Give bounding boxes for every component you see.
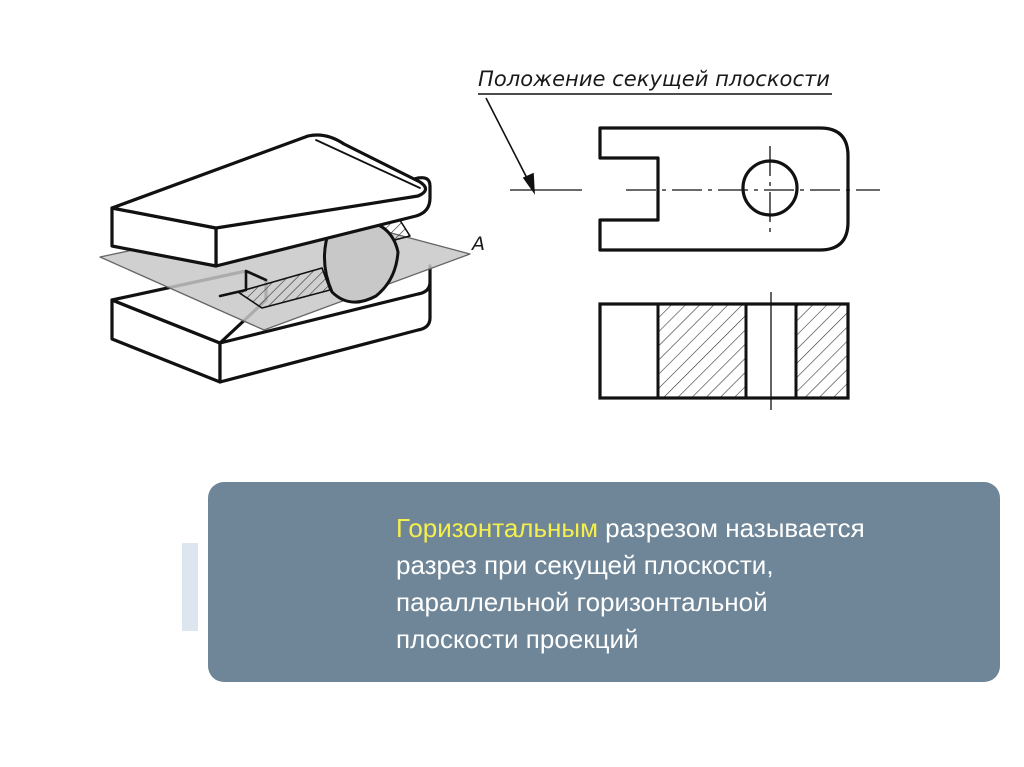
front-section-view: [598, 292, 850, 410]
definition-text: Горизонтальным разрезом называется разре…: [396, 510, 970, 658]
bottom-block-right-face: [218, 264, 432, 384]
top-view-outline: [598, 126, 850, 252]
definition-line-4: плоскости проекций: [396, 624, 639, 654]
slot-wall: [218, 269, 268, 298]
isometric-part: [99, 133, 471, 384]
plane-label-a: А: [470, 233, 485, 255]
front-view-outline: [598, 302, 850, 400]
leader-arrow: [478, 93, 832, 195]
decorative-accent-bar: [182, 543, 198, 631]
definition-line-1: разрезом называется: [597, 513, 865, 543]
definition-line-3: параллельной горизонтальной: [396, 587, 768, 617]
section-hatch-right-area: [796, 304, 848, 398]
definition-line-2: разрез при секущей плоскости,: [396, 550, 774, 580]
top-block-rounded-edge: [307, 134, 421, 183]
top-view-centerlines: [510, 146, 880, 232]
cutting-plane-caption: Положение секущей плоскости: [478, 67, 830, 91]
section-hatch-left-area: [658, 304, 746, 398]
definition-term: Горизонтальным: [396, 513, 598, 543]
definition-box: Горизонтальным разрезом называется разре…: [208, 482, 1000, 682]
top-view: [598, 126, 850, 252]
